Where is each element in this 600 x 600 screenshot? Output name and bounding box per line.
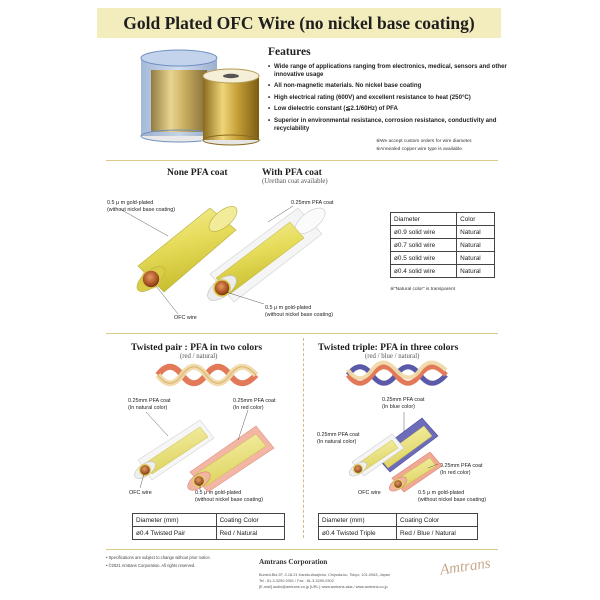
table-cell: ø0.7 solid wire (389, 238, 458, 252)
table-header-cell: Coating Color (215, 513, 286, 527)
title-banner: Gold Plated OFC Wire (no nickel base coa… (97, 8, 501, 38)
pair-gold-label: 0.5 μ m gold-plated (without nickel base… (195, 490, 264, 503)
single-wire-illustration (119, 205, 326, 315)
annealed-note: ※Annealed copper wire type is available. (376, 147, 464, 152)
table-cell: ø0.4 solid wire (389, 264, 458, 278)
company-name: Amtrans Corporation (259, 557, 328, 566)
pfa-red-label: 0.25mm PFA coat (In red color) (233, 398, 276, 411)
twisted-pair-spec-table: Diameter (mm) Coating Color ø0.4 Twisted… (132, 513, 286, 540)
gold-plated-label: 0.5 μ m gold-plated (without nickel base… (107, 200, 176, 213)
table-row: ø0.9 solid wire Natural (389, 225, 495, 239)
with-pfa-subtitle: (Urethan coat available) (262, 178, 328, 185)
divider-top (106, 160, 498, 161)
twisted-triple-spec-table: Diameter (mm) Coating Color ø0.4 Twisted… (317, 513, 478, 540)
table-cell: ø0.9 solid wire (389, 225, 458, 239)
table-row: ø0.7 solid wire Natural (389, 238, 495, 252)
ofc-wire-label: OFC wire (174, 315, 197, 321)
wire-spools-image (140, 49, 261, 146)
table-cell: ø0.4 Twisted Pair (132, 526, 217, 540)
page-title: Gold Plated OFC Wire (no nickel base coa… (123, 12, 475, 33)
gold-plated-label-bottom: 0.5 μ m gold-plated (without nickel base… (265, 305, 334, 318)
pair-ofc-label: OFC wire (129, 490, 152, 496)
feature-item: Low dielectric constant (≦2.1/60Hz) of P… (268, 105, 508, 113)
custom-order-note: ※We accept custom orders for wire diamet… (376, 139, 473, 144)
natural-color-note: ※"Natural color" is transparent (390, 287, 456, 292)
pfa-coat-label: 0.25mm PFA coat (291, 200, 334, 206)
features-list: Wide range of applications ranging from … (268, 63, 508, 132)
pfa-blue-label: 0.25mm PFA coat (In blue color) (382, 397, 425, 410)
table-cell: ø0.4 Twisted Triple (317, 526, 398, 540)
twisted-pair-illustration (134, 409, 275, 493)
features-heading: Features (268, 46, 311, 58)
divider-vertical (303, 338, 304, 538)
triple-pfa-natural-label: 0.25mm PFA coat (In natural color) (317, 432, 360, 445)
twisted-triple-subtitle: (red / blue / natural) (365, 353, 420, 360)
feature-item: Wide range of applications ranging from … (268, 63, 508, 78)
features-block: Features Wide range of applications rang… (268, 46, 508, 136)
table-header-cell: Coating Color (396, 513, 478, 527)
twisted-triple-title: Twisted triple: PFA in three colors (318, 342, 459, 353)
triple-ofc-label: OFC wire (358, 490, 381, 496)
table-header-cell: Diameter (mm) (317, 513, 398, 527)
triple-pfa-red-label: 0.25mm PFA coat (In red color) (440, 463, 483, 476)
company-address: Bunshi-Bld 2F, 2-18-21 Kanda-Awajicho, C… (259, 573, 390, 590)
pfa-natural-label: 0.25mm PFA coat (In natural color) (128, 398, 171, 411)
table-row: ø0.4 Twisted Pair Red / Natural (132, 526, 286, 540)
table-row: ø0.4 solid wire Natural (389, 264, 495, 278)
table-header-cell: Diameter (mm) (132, 513, 217, 527)
with-pfa-title: With PFA coat (262, 167, 322, 178)
single-wire-spec-table: Diameter Color ø0.9 solid wire Natural ø… (389, 212, 495, 278)
twisted-triple-illustration (349, 412, 443, 493)
table-cell: ø0.5 solid wire (389, 251, 458, 265)
table-header-row: Diameter Color (389, 212, 495, 226)
feature-item: High electrical rating (600V) and excell… (268, 94, 508, 102)
table-header-cell: Diameter (389, 212, 458, 226)
table-cell: Natural (456, 251, 495, 265)
table-header-row: Diameter (mm) Coating Color (132, 513, 286, 527)
footer-notes: • Specifications are subject to change w… (106, 555, 211, 568)
amtrans-logo: Amtrans (439, 555, 492, 579)
table-header-row: Diameter (mm) Coating Color (317, 513, 478, 527)
twisted-pair-subtitle: (red / natural) (180, 353, 218, 360)
table-cell: Natural (456, 238, 495, 252)
table-cell: Natural (456, 225, 495, 239)
none-pfa-title: None PFA coat (167, 167, 228, 178)
table-cell: Red / Blue / Natural (396, 526, 478, 540)
table-header-cell: Color (456, 212, 495, 226)
table-cell: Red / Natural (215, 526, 286, 540)
table-cell: Natural (456, 264, 495, 278)
table-row: ø0.4 Twisted Triple Red / Blue / Natural (317, 526, 478, 540)
twisted-pair-cable-image (155, 363, 259, 387)
divider-footer (106, 549, 498, 550)
twisted-triple-cable-image (345, 360, 448, 386)
feature-item: Superior in environmental resistance, co… (268, 117, 508, 132)
feature-item: All non-magnetic materials. No nickel ba… (268, 82, 508, 90)
divider-middle (106, 333, 498, 334)
table-row: ø0.5 solid wire Natural (389, 251, 495, 265)
twisted-pair-title: Twisted pair : PFA in two colors (131, 342, 263, 353)
triple-gold-label: 0.5 μ m gold-plated (without nickel base… (418, 490, 487, 503)
